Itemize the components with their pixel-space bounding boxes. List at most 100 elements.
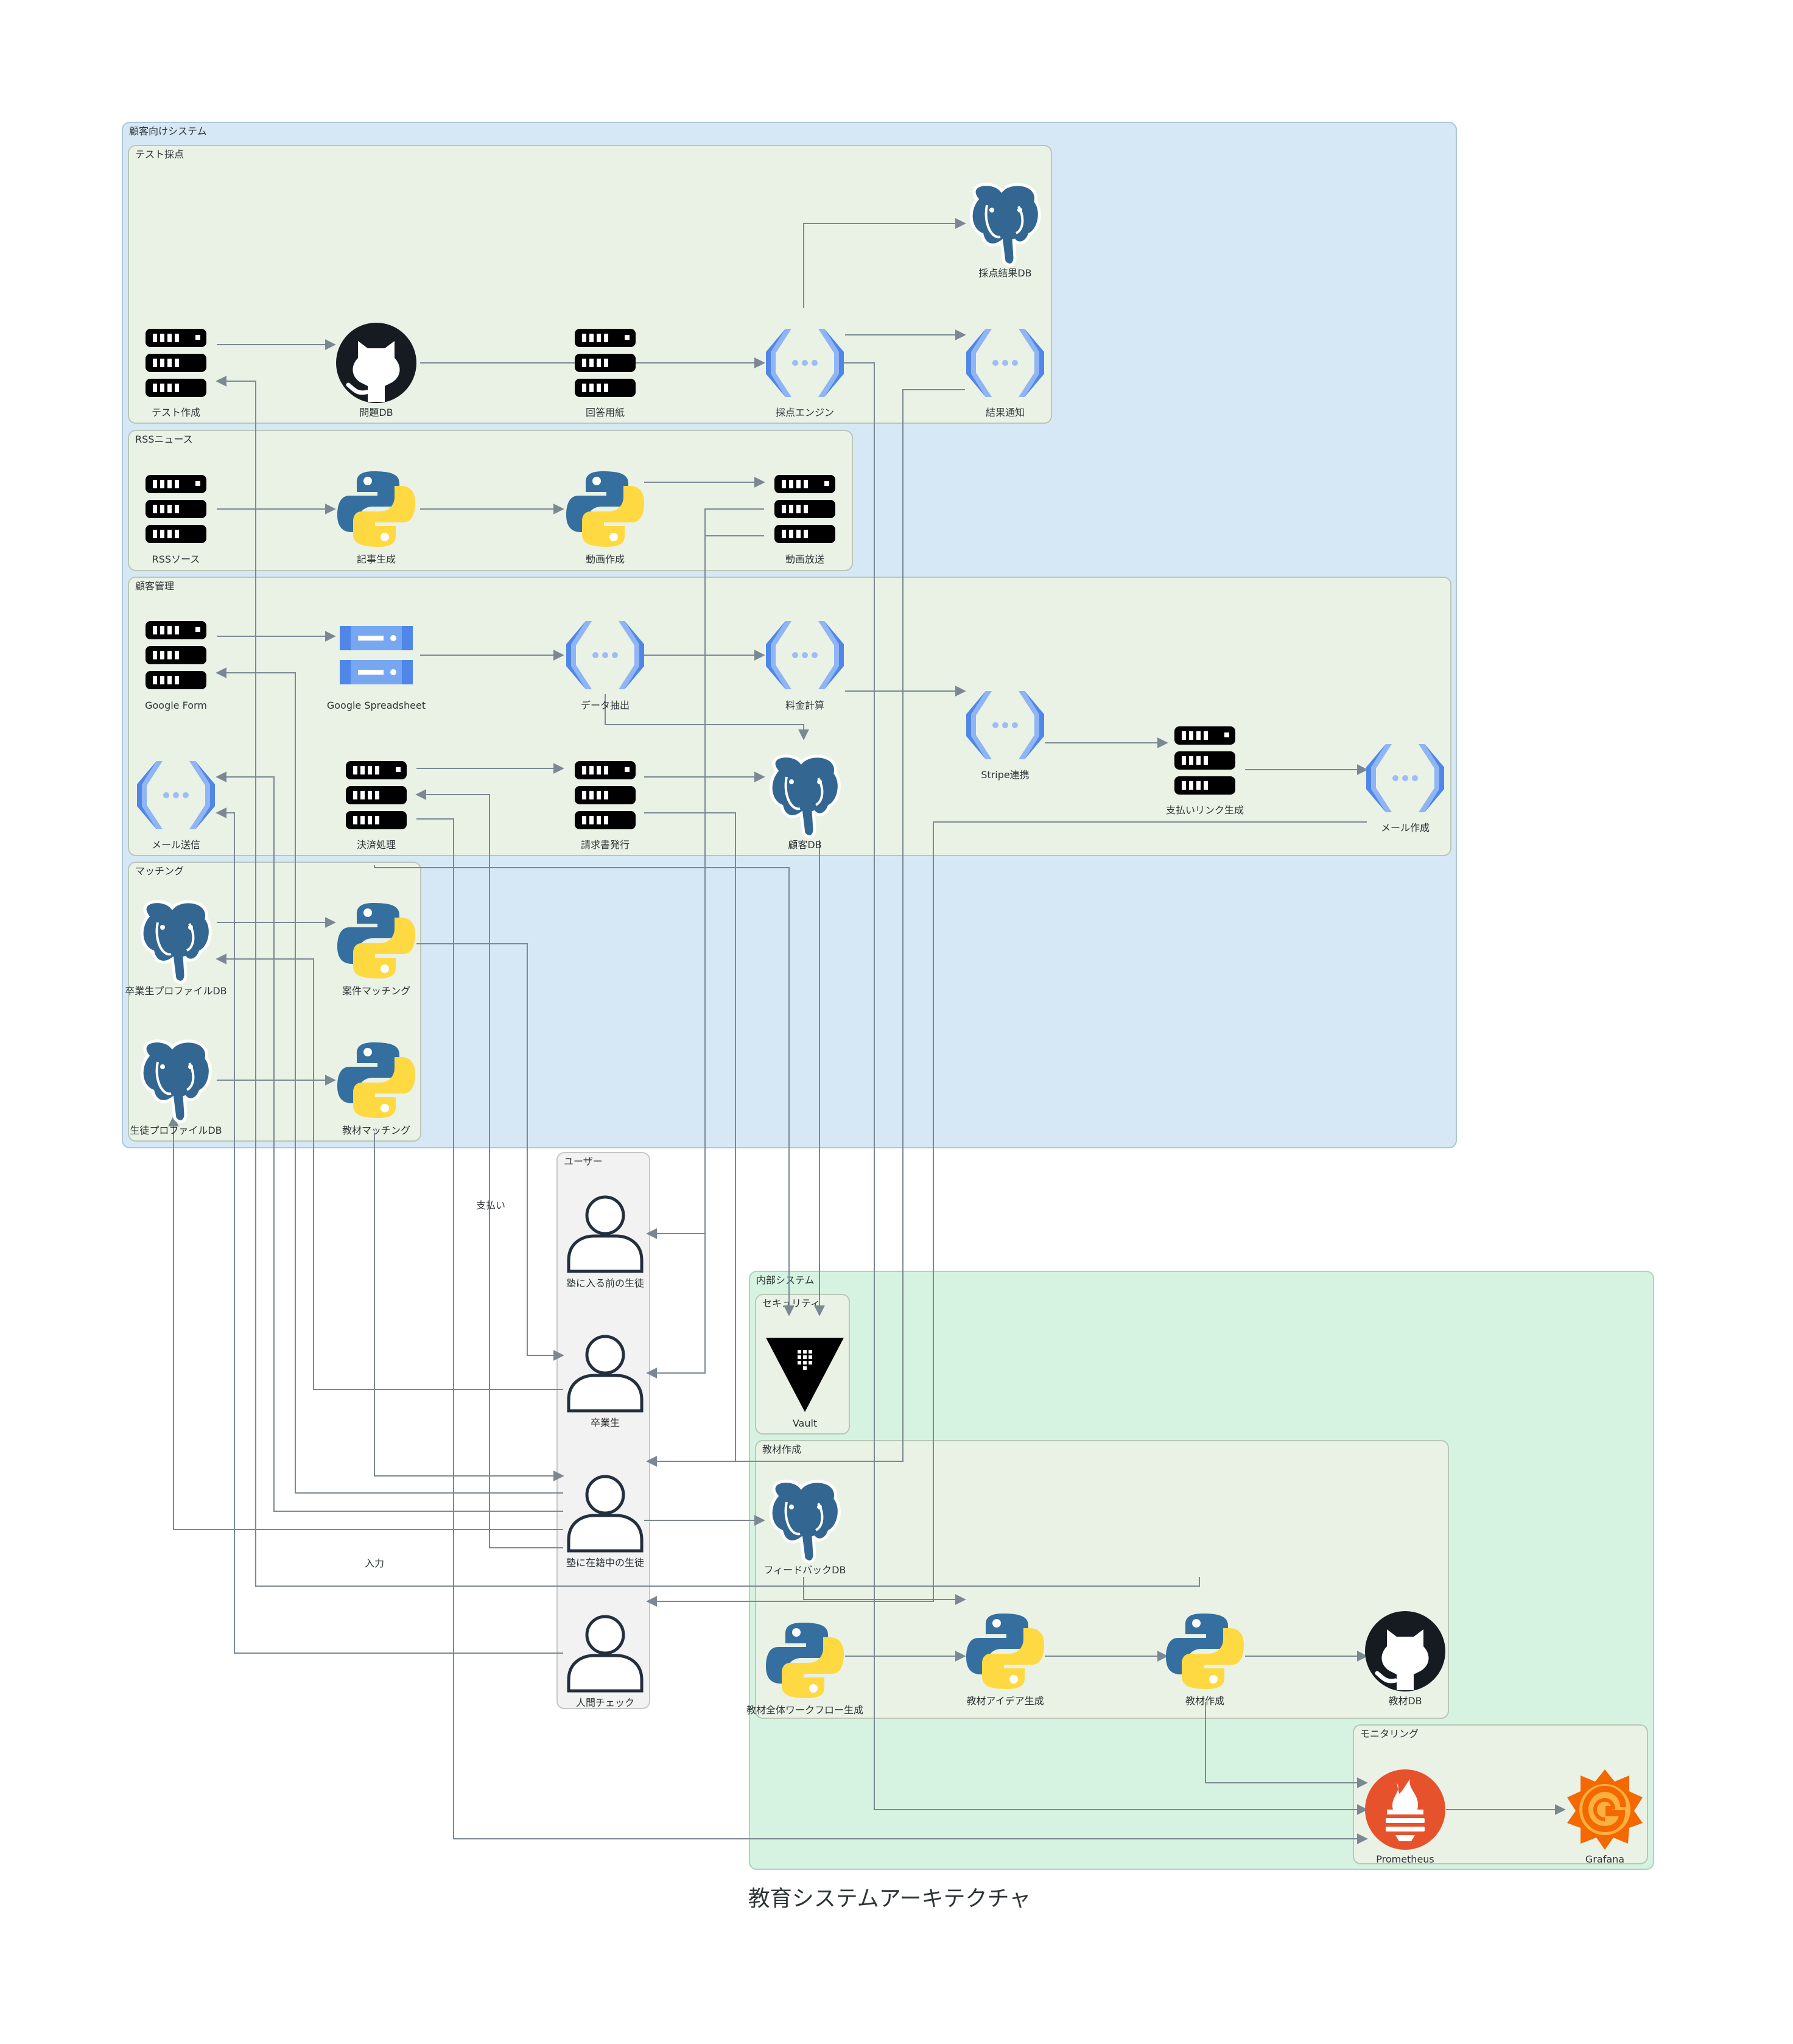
node-enrolled-student[interactable]: 塾に在籍中の生徒 xyxy=(566,1477,644,1568)
edge xyxy=(216,771,563,1512)
node-label: 採点エンジン xyxy=(776,407,834,418)
node-material-db[interactable]: 教材DB xyxy=(1365,1611,1445,1707)
node-job-matching[interactable]: 案件マッチング xyxy=(337,903,415,997)
node-label: データ抽出 xyxy=(581,700,630,711)
github-icon xyxy=(1365,1611,1445,1691)
edge-label-input: 入力 xyxy=(365,1558,384,1569)
cluster-label: セキュリティ xyxy=(762,1298,820,1309)
node-label: 卒業生プロファイルDB xyxy=(125,985,226,997)
node-label: 結果通知 xyxy=(986,407,1025,418)
node-student-profile-db[interactable]: 生徒プロファイルDB xyxy=(130,1041,222,1136)
node-label: 人間チェック xyxy=(576,1697,634,1709)
node-graduate[interactable]: 卒業生 xyxy=(569,1336,642,1428)
node-video-broadcast[interactable]: 動画放送 xyxy=(774,475,835,565)
cluster-label: 顧客向けシステム xyxy=(129,125,207,137)
node-label: 採点結果DB xyxy=(978,267,1031,279)
node-label: 教材全体ワークフロー生成 xyxy=(746,1704,863,1716)
node-label: 回答用紙 xyxy=(586,407,625,418)
github-icon xyxy=(336,323,416,403)
node-material-matching[interactable]: 教材マッチング xyxy=(337,1042,415,1136)
node-workflow-gen[interactable]: 教材全体ワークフロー生成 xyxy=(746,1623,863,1716)
server-icon xyxy=(146,621,206,689)
node-label: 生徒プロファイルDB xyxy=(130,1125,222,1136)
node-prometheus[interactable]: Prometheus xyxy=(1365,1769,1445,1865)
node-grading-result-db[interactable]: 採点結果DB xyxy=(971,184,1039,279)
node-label: Google Form xyxy=(145,700,207,711)
node-label: Vault xyxy=(793,1417,817,1429)
node-payment[interactable]: 決済処理 xyxy=(346,761,407,851)
edge xyxy=(840,362,1368,1815)
node-label: 顧客DB xyxy=(788,839,821,851)
server-icon xyxy=(1174,726,1235,795)
edge xyxy=(646,535,764,1378)
node-label: 決済処理 xyxy=(357,839,396,851)
node-label: 教材アイデア生成 xyxy=(966,1695,1044,1707)
node-label: 記事生成 xyxy=(357,553,396,565)
node-mail-send[interactable]: メール送信 xyxy=(137,761,215,851)
edge xyxy=(216,376,1200,1587)
node-material-make[interactable]: 教材作成 xyxy=(1166,1614,1244,1707)
node-mail-create[interactable]: メール作成 xyxy=(1366,744,1444,834)
server-icon xyxy=(346,761,407,829)
node-grad-profile-db[interactable]: 卒業生プロファイルDB xyxy=(125,902,227,997)
edge xyxy=(168,1115,563,1530)
server-icon xyxy=(575,761,636,829)
edge xyxy=(216,954,563,1390)
cluster-rss-news: RSSニュース xyxy=(128,430,853,571)
node-label: メール送信 xyxy=(152,839,200,851)
edge xyxy=(803,218,966,308)
node-data-extract[interactable]: データ抽出 xyxy=(566,621,644,711)
node-google-spreadsheet[interactable]: Google Spreadsheet xyxy=(327,626,426,711)
edge-label-payment: 支払い xyxy=(476,1199,505,1211)
node-rss-source[interactable]: RSSソース xyxy=(146,475,206,565)
edge xyxy=(416,818,1368,1844)
node-human-check[interactable]: 人間チェック xyxy=(569,1617,642,1709)
cluster-label: マッチング xyxy=(135,865,184,877)
diagram-title: 教育システムアーキテクチャ xyxy=(748,1886,1031,1911)
node-grading-engine[interactable]: 採点エンジン xyxy=(766,329,844,418)
node-video-create[interactable]: 動画作成 xyxy=(566,471,644,565)
node-label: Google Spreadsheet xyxy=(327,700,426,711)
node-label: 塾に入る前の生徒 xyxy=(566,1277,644,1289)
node-label: Prometheus xyxy=(1376,1853,1434,1865)
node-label: 教材作成 xyxy=(1185,1695,1224,1707)
node-article-gen[interactable]: 記事生成 xyxy=(337,471,415,565)
node-label: 卒業生 xyxy=(591,1417,620,1428)
node-fee-calc[interactable]: 料金計算 xyxy=(766,621,844,711)
node-test-create[interactable]: テスト作成 xyxy=(146,329,206,418)
server-icon xyxy=(146,329,206,397)
node-grafana[interactable]: Grafana xyxy=(1567,1769,1643,1865)
cluster-label: 内部システム xyxy=(756,1274,815,1286)
node-label: 問題DB xyxy=(359,407,393,418)
node-answer-sheet[interactable]: 回答用紙 xyxy=(575,329,636,418)
node-result-notify[interactable]: 結果通知 xyxy=(966,329,1044,418)
node-question-db[interactable]: 問題DB xyxy=(336,323,416,418)
cluster-label: 顧客管理 xyxy=(135,580,174,592)
node-idea-gen[interactable]: 教材アイデア生成 xyxy=(966,1614,1044,1707)
edge xyxy=(416,943,564,1361)
node-vault[interactable]: Vault xyxy=(766,1338,844,1429)
node-label: RSSソース xyxy=(152,553,200,565)
cluster-material-creation: 教材作成 xyxy=(755,1440,1449,1719)
cluster-label: RSSニュース xyxy=(135,434,193,445)
edge xyxy=(646,389,965,1467)
node-stripe[interactable]: Stripe連携 xyxy=(966,691,1044,781)
node-google-form[interactable]: Google Form xyxy=(145,621,207,711)
edge xyxy=(415,789,563,1548)
node-prospective-student[interactable]: 塾に入る前の生徒 xyxy=(566,1197,644,1289)
node-pay-link[interactable]: 支払いリンク生成 xyxy=(1166,726,1244,816)
cluster-label: 教材作成 xyxy=(762,1444,801,1455)
node-customer-db[interactable]: 顧客DB xyxy=(771,756,839,851)
node-label: 請求書発行 xyxy=(581,839,630,851)
server-icon xyxy=(774,475,835,543)
node-feedback-db[interactable]: フィードバックDB xyxy=(764,1481,846,1576)
server-icon xyxy=(575,329,636,397)
node-label: Grafana xyxy=(1585,1853,1624,1865)
edge xyxy=(803,1577,966,1605)
prometheus-icon xyxy=(1365,1769,1445,1850)
node-invoice[interactable]: 請求書発行 xyxy=(575,761,636,851)
edge xyxy=(374,865,795,1316)
node-label: Stripe連携 xyxy=(981,769,1029,781)
node-label: フィードバックDB xyxy=(764,1564,846,1576)
